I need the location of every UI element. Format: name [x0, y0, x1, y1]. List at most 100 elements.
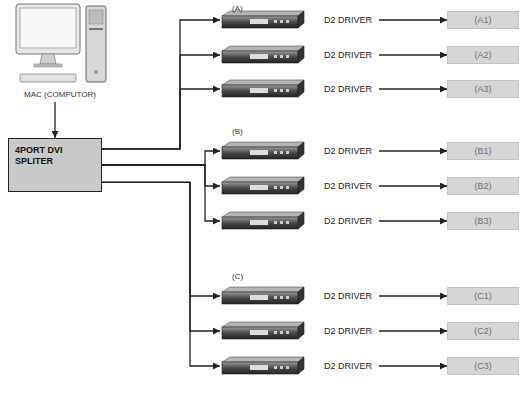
- display-box: (B2): [447, 177, 519, 195]
- unit-knob: [280, 296, 283, 299]
- unit-knob: [286, 186, 289, 189]
- driver-label: D2 DRIVER: [324, 146, 375, 156]
- unit-display: [250, 365, 268, 370]
- display-label: (C3): [474, 361, 492, 371]
- connector: [379, 220, 447, 221]
- driver-unit: D2 DRIVER: [220, 45, 375, 65]
- unit-knob: [286, 89, 289, 92]
- connector: [102, 182, 220, 366]
- display-label: (B1): [474, 146, 491, 156]
- connector: [379, 54, 447, 55]
- display-label: (A3): [474, 84, 491, 94]
- driver-unit: D2 DRIVER: [220, 79, 375, 99]
- unit-top: [222, 357, 304, 362]
- driver-unit-illustration: [220, 176, 306, 196]
- unit-display: [250, 88, 268, 93]
- connector: [102, 20, 220, 149]
- display-label: (B3): [474, 216, 491, 226]
- unit-knob: [274, 366, 277, 369]
- display-label: (A2): [474, 50, 491, 60]
- driver-label: D2 DRIVER: [324, 361, 375, 371]
- group-label: (B): [232, 127, 243, 136]
- splitter-label: 4PORT DVI SPLITER: [15, 145, 95, 167]
- unit-side: [298, 177, 304, 194]
- driver-label: D2 DRIVER: [324, 50, 375, 60]
- driver-unit: D2 DRIVER: [220, 286, 375, 306]
- display-box: (B3): [447, 212, 519, 230]
- display-box: (C2): [447, 322, 519, 340]
- unit-top: [222, 212, 304, 217]
- monitor-stand: [40, 54, 56, 64]
- monitor-base: [34, 64, 62, 67]
- connector: [102, 165, 220, 221]
- unit-knob: [274, 55, 277, 58]
- display-box: (A1): [447, 11, 519, 29]
- connector: [379, 330, 447, 331]
- driver-unit: D2 DRIVER: [220, 176, 375, 196]
- unit-knob: [274, 151, 277, 154]
- display-label: (A1): [474, 15, 491, 25]
- unit-front: [222, 327, 298, 339]
- driver-label: D2 DRIVER: [324, 291, 375, 301]
- connector: [102, 182, 220, 331]
- driver-label: D2 DRIVER: [324, 326, 375, 336]
- driver-unit-illustration: [220, 45, 306, 65]
- unit-knob: [280, 89, 283, 92]
- unit-knob: [274, 186, 277, 189]
- unit-knob: [280, 151, 283, 154]
- unit-knob: [280, 186, 283, 189]
- display-box: (B1): [447, 142, 519, 160]
- unit-side: [298, 322, 304, 339]
- tower-grille: [89, 10, 103, 24]
- display-label: (B2): [474, 181, 491, 191]
- splitter-box: 4PORT DVI SPLITER: [8, 138, 102, 192]
- driver-label: D2 DRIVER: [324, 15, 375, 25]
- driver-unit-illustration: [220, 79, 306, 99]
- group-label: (C): [232, 272, 243, 281]
- connector: [102, 55, 220, 149]
- unit-knob: [280, 55, 283, 58]
- display-box: (C3): [447, 357, 519, 375]
- display-box: (A2): [447, 46, 519, 64]
- unit-front: [222, 362, 298, 374]
- unit-display: [250, 295, 268, 300]
- driver-unit: D2 DRIVER: [220, 141, 375, 161]
- unit-top: [222, 287, 304, 292]
- unit-top: [222, 142, 304, 147]
- monitor-screen: [20, 8, 76, 48]
- connector: [379, 365, 447, 366]
- connector: [379, 88, 447, 89]
- connector: [379, 185, 447, 186]
- unit-side: [298, 11, 304, 28]
- unit-front: [222, 85, 298, 97]
- connector: [102, 151, 220, 165]
- driver-label: D2 DRIVER: [324, 216, 375, 226]
- unit-knob: [274, 331, 277, 334]
- connector: [379, 19, 447, 20]
- unit-display: [250, 150, 268, 155]
- unit-knob: [286, 221, 289, 224]
- unit-knob: [286, 55, 289, 58]
- unit-knob: [274, 221, 277, 224]
- unit-knob: [274, 89, 277, 92]
- computer-label: MAC (COMPUTOR): [8, 90, 112, 99]
- display-label: (C2): [474, 326, 492, 336]
- unit-knob: [280, 20, 283, 23]
- unit-knob: [274, 296, 277, 299]
- connector: [102, 182, 220, 296]
- unit-knob: [286, 20, 289, 23]
- tower-button: [94, 70, 98, 74]
- driver-label: D2 DRIVER: [324, 84, 375, 94]
- keyboard: [20, 74, 76, 82]
- tower-case: [86, 6, 106, 82]
- unit-side: [298, 142, 304, 159]
- driver-unit: D2 DRIVER: [220, 321, 375, 341]
- unit-side: [298, 357, 304, 374]
- unit-front: [222, 217, 298, 229]
- computer-node: MAC (COMPUTOR): [8, 2, 112, 99]
- unit-display: [250, 19, 268, 24]
- driver-unit-illustration: [220, 211, 306, 231]
- connector: [379, 150, 447, 151]
- driver-label: D2 DRIVER: [324, 181, 375, 191]
